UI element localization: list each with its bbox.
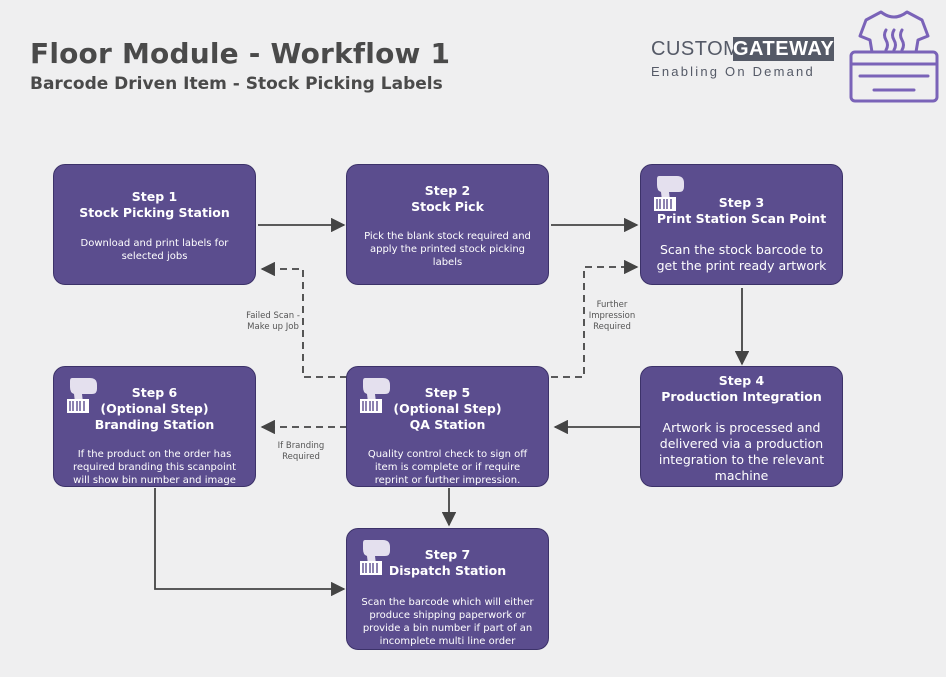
logo-word-gateway: GATEWAY (733, 37, 835, 61)
step-name: (Optional Step) (393, 401, 502, 416)
step-name: Dispatch Station (388, 563, 507, 578)
step-3-print-station-scan-point: Step 3 Print Station Scan Point Scan the… (640, 164, 843, 285)
step-number: Step 1 (131, 189, 178, 204)
flow-label-line: Required (282, 452, 320, 462)
page-title: Floor Module - Workflow 1 (30, 37, 451, 70)
step-name: Stock Picking Station (79, 205, 230, 220)
logo-word-custom: CUSTOM (651, 38, 741, 60)
flow-label-further-impression: Further Impression Required (580, 300, 644, 333)
step-number: Step 5 (424, 385, 471, 400)
step-description: Pick the blank stock required and apply … (364, 231, 531, 268)
flow-label-line: Make up Job (247, 322, 299, 332)
step-1-stock-picking-station: Step 1 Stock Picking Station Download an… (53, 164, 256, 285)
step-description: Download and print labels for selected j… (80, 238, 229, 262)
step-description: Scan the stock barcode to get the print … (656, 242, 827, 273)
step-number: Step 7 (424, 547, 471, 562)
flow-label-failed-scan: Failed Scan - Make up Job (236, 311, 310, 333)
step-number: Step 3 (718, 195, 765, 210)
step-2-stock-pick: Step 2 Stock Pick Pick the blank stock r… (346, 164, 549, 285)
step-description: If the product on the order has required… (72, 449, 237, 486)
step-6-branding-station: Step 6 (Optional Step) Branding Station … (53, 366, 256, 487)
flow-label-line: Impression (588, 311, 636, 321)
tshirt-printer-icon (849, 10, 939, 103)
flow-label-line: Failed Scan - (246, 311, 300, 321)
step-number: Step 2 (424, 183, 471, 198)
step-5-qa-station: Step 5 (Optional Step) QA Station Qualit… (346, 366, 549, 487)
step-name: Print Station Scan Point (656, 211, 827, 226)
step-4-production-integration: Step 4 Production Integration Artwork is… (640, 366, 843, 487)
flow-label-if-branding: If Branding Required (268, 441, 334, 463)
flow-label-line: Further (596, 300, 628, 310)
flow-label-line: If Branding (277, 441, 325, 451)
logo-tagline: Enabling On Demand (651, 64, 815, 79)
step-number: Step 6 (131, 385, 178, 400)
step-name-line2: Branding Station (94, 417, 215, 432)
arrow-further-impression-to-step3 (551, 259, 639, 378)
step-name: Production Integration (661, 389, 822, 404)
barcode-scanner-icon (67, 378, 97, 413)
flow-label-line: Required (593, 322, 631, 332)
arrow-step6-to-step7 (154, 488, 346, 597)
barcode-scanner-icon (360, 540, 390, 575)
barcode-scanner-icon (654, 176, 684, 211)
step-name: (Optional Step) (100, 401, 209, 416)
step-description: Scan the barcode which will either produ… (361, 597, 534, 647)
step-name-line2: QA Station (409, 417, 486, 432)
page-subtitle: Barcode Driven Item - Stock Picking Labe… (30, 74, 443, 94)
arrow-failed-scan-to-step1 (260, 261, 347, 378)
step-7-dispatch-station: Step 7 Dispatch Station Scan the barcode… (346, 528, 549, 650)
step-name: Stock Pick (411, 199, 484, 214)
barcode-scanner-icon (360, 378, 390, 413)
step-number: Step 4 (718, 373, 765, 388)
step-description: Quality control check to sign off item i… (367, 449, 528, 486)
step-description: Artwork is processed and delivered via a… (658, 420, 825, 483)
